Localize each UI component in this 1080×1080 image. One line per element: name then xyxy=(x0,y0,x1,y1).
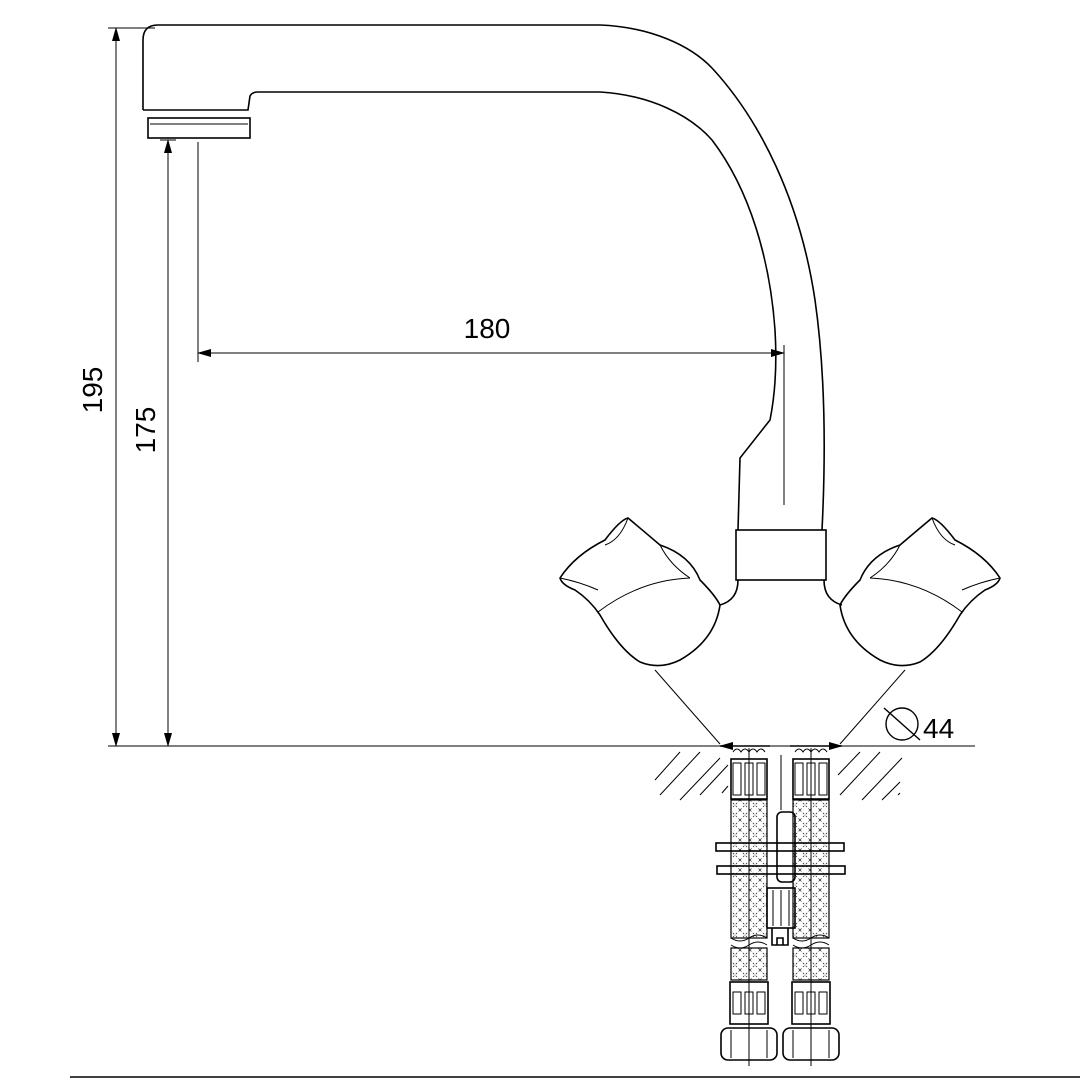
hose-right xyxy=(782,748,840,1066)
dimension-spout-height: 175 xyxy=(130,139,176,747)
dimension-total-height: 195 xyxy=(77,27,155,747)
diameter-icon xyxy=(883,707,921,741)
countertop-hatch xyxy=(654,751,903,801)
dimension-spout-reach: 180 xyxy=(197,142,785,505)
diameter-label: 44 xyxy=(923,713,954,744)
hose-left xyxy=(720,748,778,1066)
spout-height-label: 175 xyxy=(130,407,161,454)
right-handle xyxy=(839,517,1001,745)
base-diameter: 44 xyxy=(108,707,975,750)
supply-hoses xyxy=(720,748,840,1066)
faucet-body xyxy=(719,529,843,606)
mounting-hardware xyxy=(715,755,846,946)
left-handle xyxy=(559,517,721,745)
aerator xyxy=(147,117,251,139)
spout xyxy=(142,24,825,531)
spout-reach-label: 180 xyxy=(464,313,511,344)
total-height-label: 195 xyxy=(77,367,108,414)
